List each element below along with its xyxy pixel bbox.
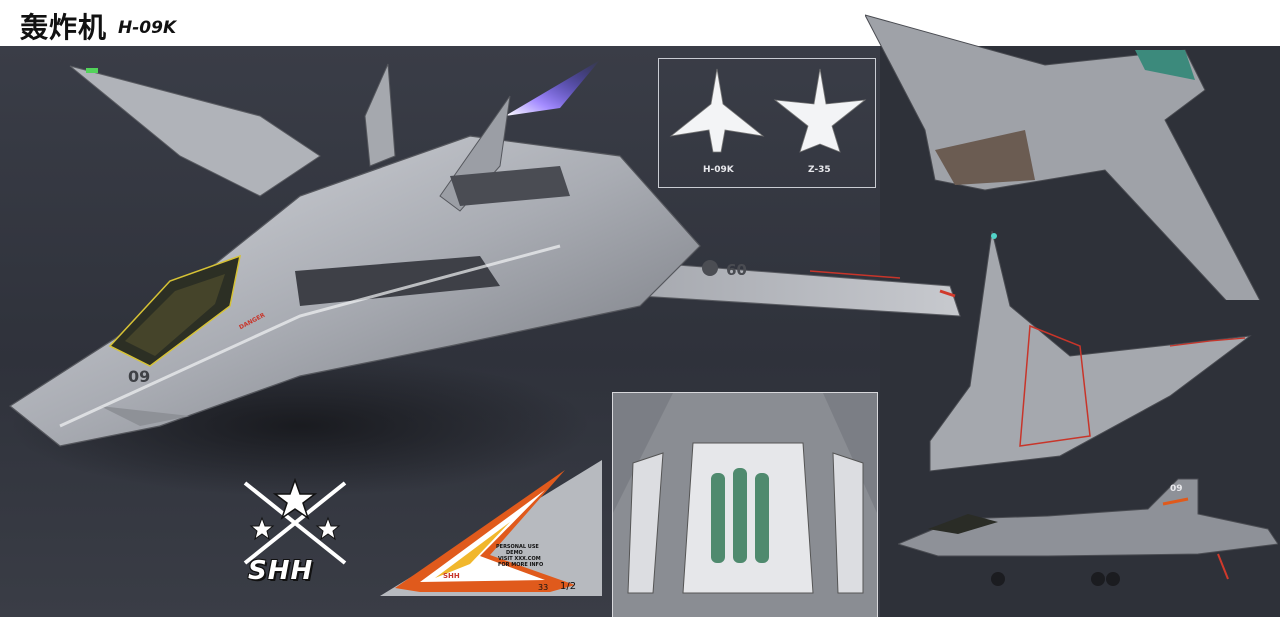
aircraft-code: H-09K [118, 18, 177, 38]
decal-number: 33 [538, 583, 549, 592]
decal-line-1: PERSONAL USE [496, 544, 539, 550]
shh-logo-text: SHH [248, 556, 314, 586]
title-bar: 轰炸机 H-09K [0, 0, 1280, 46]
wing-number-marking: 09 [726, 260, 747, 278]
reference-views-box [658, 58, 876, 188]
underside-view-illustration [865, 14, 1261, 300]
main-bomber-illustration [8, 60, 961, 496]
decal-line-4: FOR MORE INFO [498, 562, 544, 568]
page-title: 轰炸机 [20, 11, 108, 44]
weapons-bay-illustration [613, 393, 877, 618]
reference-label-h09k: H-09K [703, 165, 734, 175]
top-view-h09k [669, 68, 765, 153]
decal-chevron [380, 460, 602, 596]
decal-logo-text: SHH [443, 572, 460, 580]
nose-number-marking: 09 [128, 367, 151, 386]
decal-fraction: 1/2 [560, 581, 577, 592]
decal-line-3: VISIT XXX.COM [498, 556, 541, 562]
rear-view-illustration [929, 230, 1252, 472]
tail-number-marking: 09 [1170, 484, 1183, 494]
top-view-z35 [773, 68, 867, 153]
decal-line-2: DEMO [506, 550, 523, 556]
star-emblem [243, 478, 347, 565]
footer-strip [0, 617, 1280, 631]
weapons-bay-inset [612, 392, 878, 619]
side-view-illustration [898, 478, 1278, 586]
decal-card: SHH PERSONAL USE DEMO VISIT XXX.COM FOR … [380, 460, 602, 596]
reference-label-z35: Z-35 [808, 165, 831, 175]
